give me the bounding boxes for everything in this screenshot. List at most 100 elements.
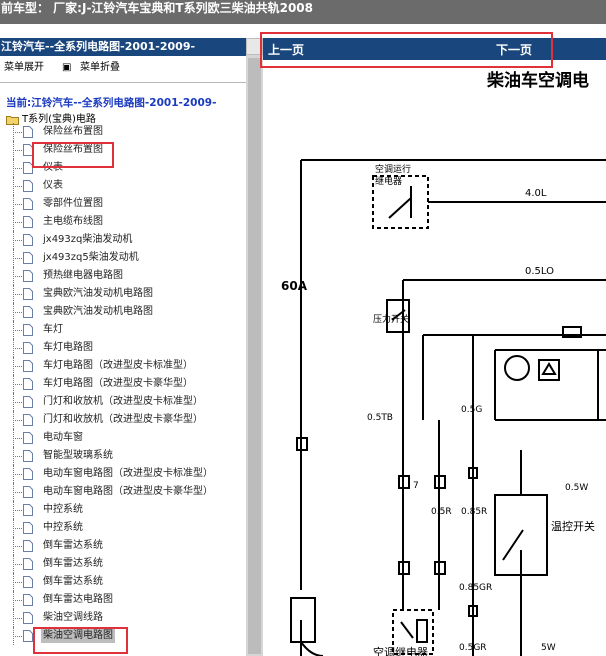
tree-connector (13, 222, 22, 223)
document-icon (23, 522, 33, 534)
tree-connector (13, 258, 22, 259)
document-icon (23, 270, 33, 282)
tree-item-label: jx493zq5柴油发动机 (43, 252, 139, 263)
tree-root-label: T系列(宝典)电路 (22, 114, 96, 125)
document-icon (23, 324, 33, 336)
tree-item-label: 中控系统 (43, 504, 83, 515)
tree-connector (13, 384, 22, 385)
prev-page-link[interactable]: 上一页 (268, 43, 305, 57)
tree-connector (13, 186, 22, 187)
tree-item[interactable]: 主电缆布线图 (0, 213, 246, 231)
relay-label-2: 继电器 (375, 175, 402, 187)
tree-connector (13, 168, 22, 169)
menu-collapse-button[interactable]: 菜单折叠 (80, 62, 120, 73)
tree-item[interactable]: 倒车雷达系统 (0, 537, 246, 555)
scroll-up-button[interactable] (246, 38, 263, 55)
window-title: 前车型： 厂家:J-江铃汽车宝典和T系列欧三柴油共轨2008 (1, 1, 314, 15)
document-icon (23, 378, 33, 390)
folder-open-icon (6, 116, 19, 125)
tree-item-label: 门灯和收放机（改进型皮卡豪华型） (43, 414, 203, 425)
tree-item[interactable]: 柴油空调线路 (0, 609, 246, 627)
tree-item[interactable]: 电动车窗电路图（改进型皮卡豪华型） (0, 483, 246, 501)
tree-item[interactable]: 宝典欧汽油发动机电路图 (0, 303, 246, 321)
tree-connector (13, 312, 22, 313)
window-title-bar: 前车型： 厂家:J-江铃汽车宝典和T系列欧三柴油共轨2008 (0, 0, 606, 24)
tree-connector (13, 132, 22, 133)
document-icon (23, 576, 33, 588)
tree-item[interactable]: 仪表 (0, 159, 246, 177)
tree-connector (13, 600, 22, 601)
tree-item[interactable]: 门灯和收放机（改进型皮卡豪华型） (0, 411, 246, 429)
document-icon (23, 360, 33, 372)
tree-item-label: 门灯和收放机（改进型皮卡标准型） (43, 396, 203, 407)
tree-item[interactable]: jx493zq柴油发动机 (0, 231, 246, 249)
fuse-label: 60A (281, 279, 308, 293)
tree-item-label: 保险丝布置图 (43, 144, 103, 155)
tree-connector (13, 510, 22, 511)
tree-item[interactable]: 电动车窗 (0, 429, 246, 447)
tree-item[interactable]: 车灯 (0, 321, 246, 339)
tree-item-label: 倒车雷达电路图 (43, 594, 113, 605)
wire-label: 0.5W (565, 483, 588, 493)
document-icon (23, 486, 33, 498)
tree-scrollbar[interactable] (246, 38, 263, 656)
tree-panel: 江铃汽车--全系列电路图-2001-2009- 菜单展开 ▣ 菜单折叠 当前:江… (0, 38, 246, 656)
wire-label: 0.5GR (459, 643, 487, 653)
wire-label: 0.5R (431, 507, 452, 517)
relay-label: 空调运行 (375, 163, 411, 175)
tree-item[interactable]: 保险丝布置图 (0, 141, 246, 159)
tree-connector (13, 582, 22, 583)
wire-label: 5W (541, 643, 556, 653)
tree-item[interactable]: 车灯电路图（改进型皮卡豪华型） (0, 375, 246, 393)
tree-item[interactable]: 柴油空调电路图 (0, 627, 246, 645)
tree-item-label: 主电缆布线图 (43, 216, 103, 227)
tree-connector (13, 294, 22, 295)
tree-item[interactable]: 电动车窗电路图（改进型皮卡标准型） (0, 465, 246, 483)
tree-item-label: 电动车窗电路图（改进型皮卡豪华型） (43, 486, 213, 497)
diagram-title: 柴油车空调电 (487, 71, 589, 91)
ac-relay-label: 空调继电器 (373, 645, 428, 656)
tree-item-label: 预热继电器电路图 (43, 270, 123, 281)
scroll-thumb[interactable] (248, 58, 261, 654)
next-page-link[interactable]: 下一页 (496, 43, 533, 57)
document-icon (23, 162, 33, 174)
tree-connector (13, 420, 22, 421)
document-icon (23, 558, 33, 570)
tree-connector (13, 456, 22, 457)
document-icon (23, 180, 33, 192)
tree-item[interactable]: 中控系统 (0, 519, 246, 537)
tree-item[interactable]: jx493zq5柴油发动机 (0, 249, 246, 267)
document-icon (23, 252, 33, 264)
wire-label: 0.85GR (459, 583, 492, 593)
menu-expand-button[interactable]: 菜单展开 (4, 62, 44, 73)
tree-item[interactable]: 宝典欧汽油发动机电路图 (0, 285, 246, 303)
tree-item-label: 智能型玻璃系统 (43, 450, 113, 461)
document-icon (23, 630, 33, 642)
document-icon (23, 612, 33, 624)
tree-connector (13, 618, 22, 619)
document-icon (23, 288, 33, 300)
thermo-switch-label: 温控开关 (551, 519, 595, 533)
tree-item-label: 倒车雷达系统 (43, 576, 103, 587)
tree-item[interactable]: 门灯和收放机（改进型皮卡标准型） (0, 393, 246, 411)
tree-item[interactable]: 预热继电器电路图 (0, 267, 246, 285)
tree-item[interactable]: 车灯电路图 (0, 339, 246, 357)
tree-item-label: jx493zq柴油发动机 (43, 234, 133, 245)
divider (0, 82, 246, 83)
tree-item[interactable]: 倒车雷达电路图 (0, 591, 246, 609)
tree-connector (13, 402, 22, 403)
tree-item[interactable]: 中控系统 (0, 501, 246, 519)
tree-item[interactable]: 零部件位置图 (0, 195, 246, 213)
wire-label: 4.0L (525, 188, 547, 199)
tree-item[interactable]: 倒车雷达系统 (0, 573, 246, 591)
tree-item[interactable]: 保险丝布置图 (0, 123, 246, 141)
wire-label: 0.85R (461, 507, 487, 517)
tree-item-label: 倒车雷达系统 (43, 558, 103, 569)
tree-item[interactable]: 车灯电路图（改进型皮卡标准型） (0, 357, 246, 375)
tree-item[interactable]: 智能型玻璃系统 (0, 447, 246, 465)
tree-connector (13, 366, 22, 367)
document-icon (23, 504, 33, 516)
tree-item[interactable]: 仪表 (0, 177, 246, 195)
document-icon (23, 342, 33, 354)
tree-item[interactable]: 倒车雷达系统 (0, 555, 246, 573)
